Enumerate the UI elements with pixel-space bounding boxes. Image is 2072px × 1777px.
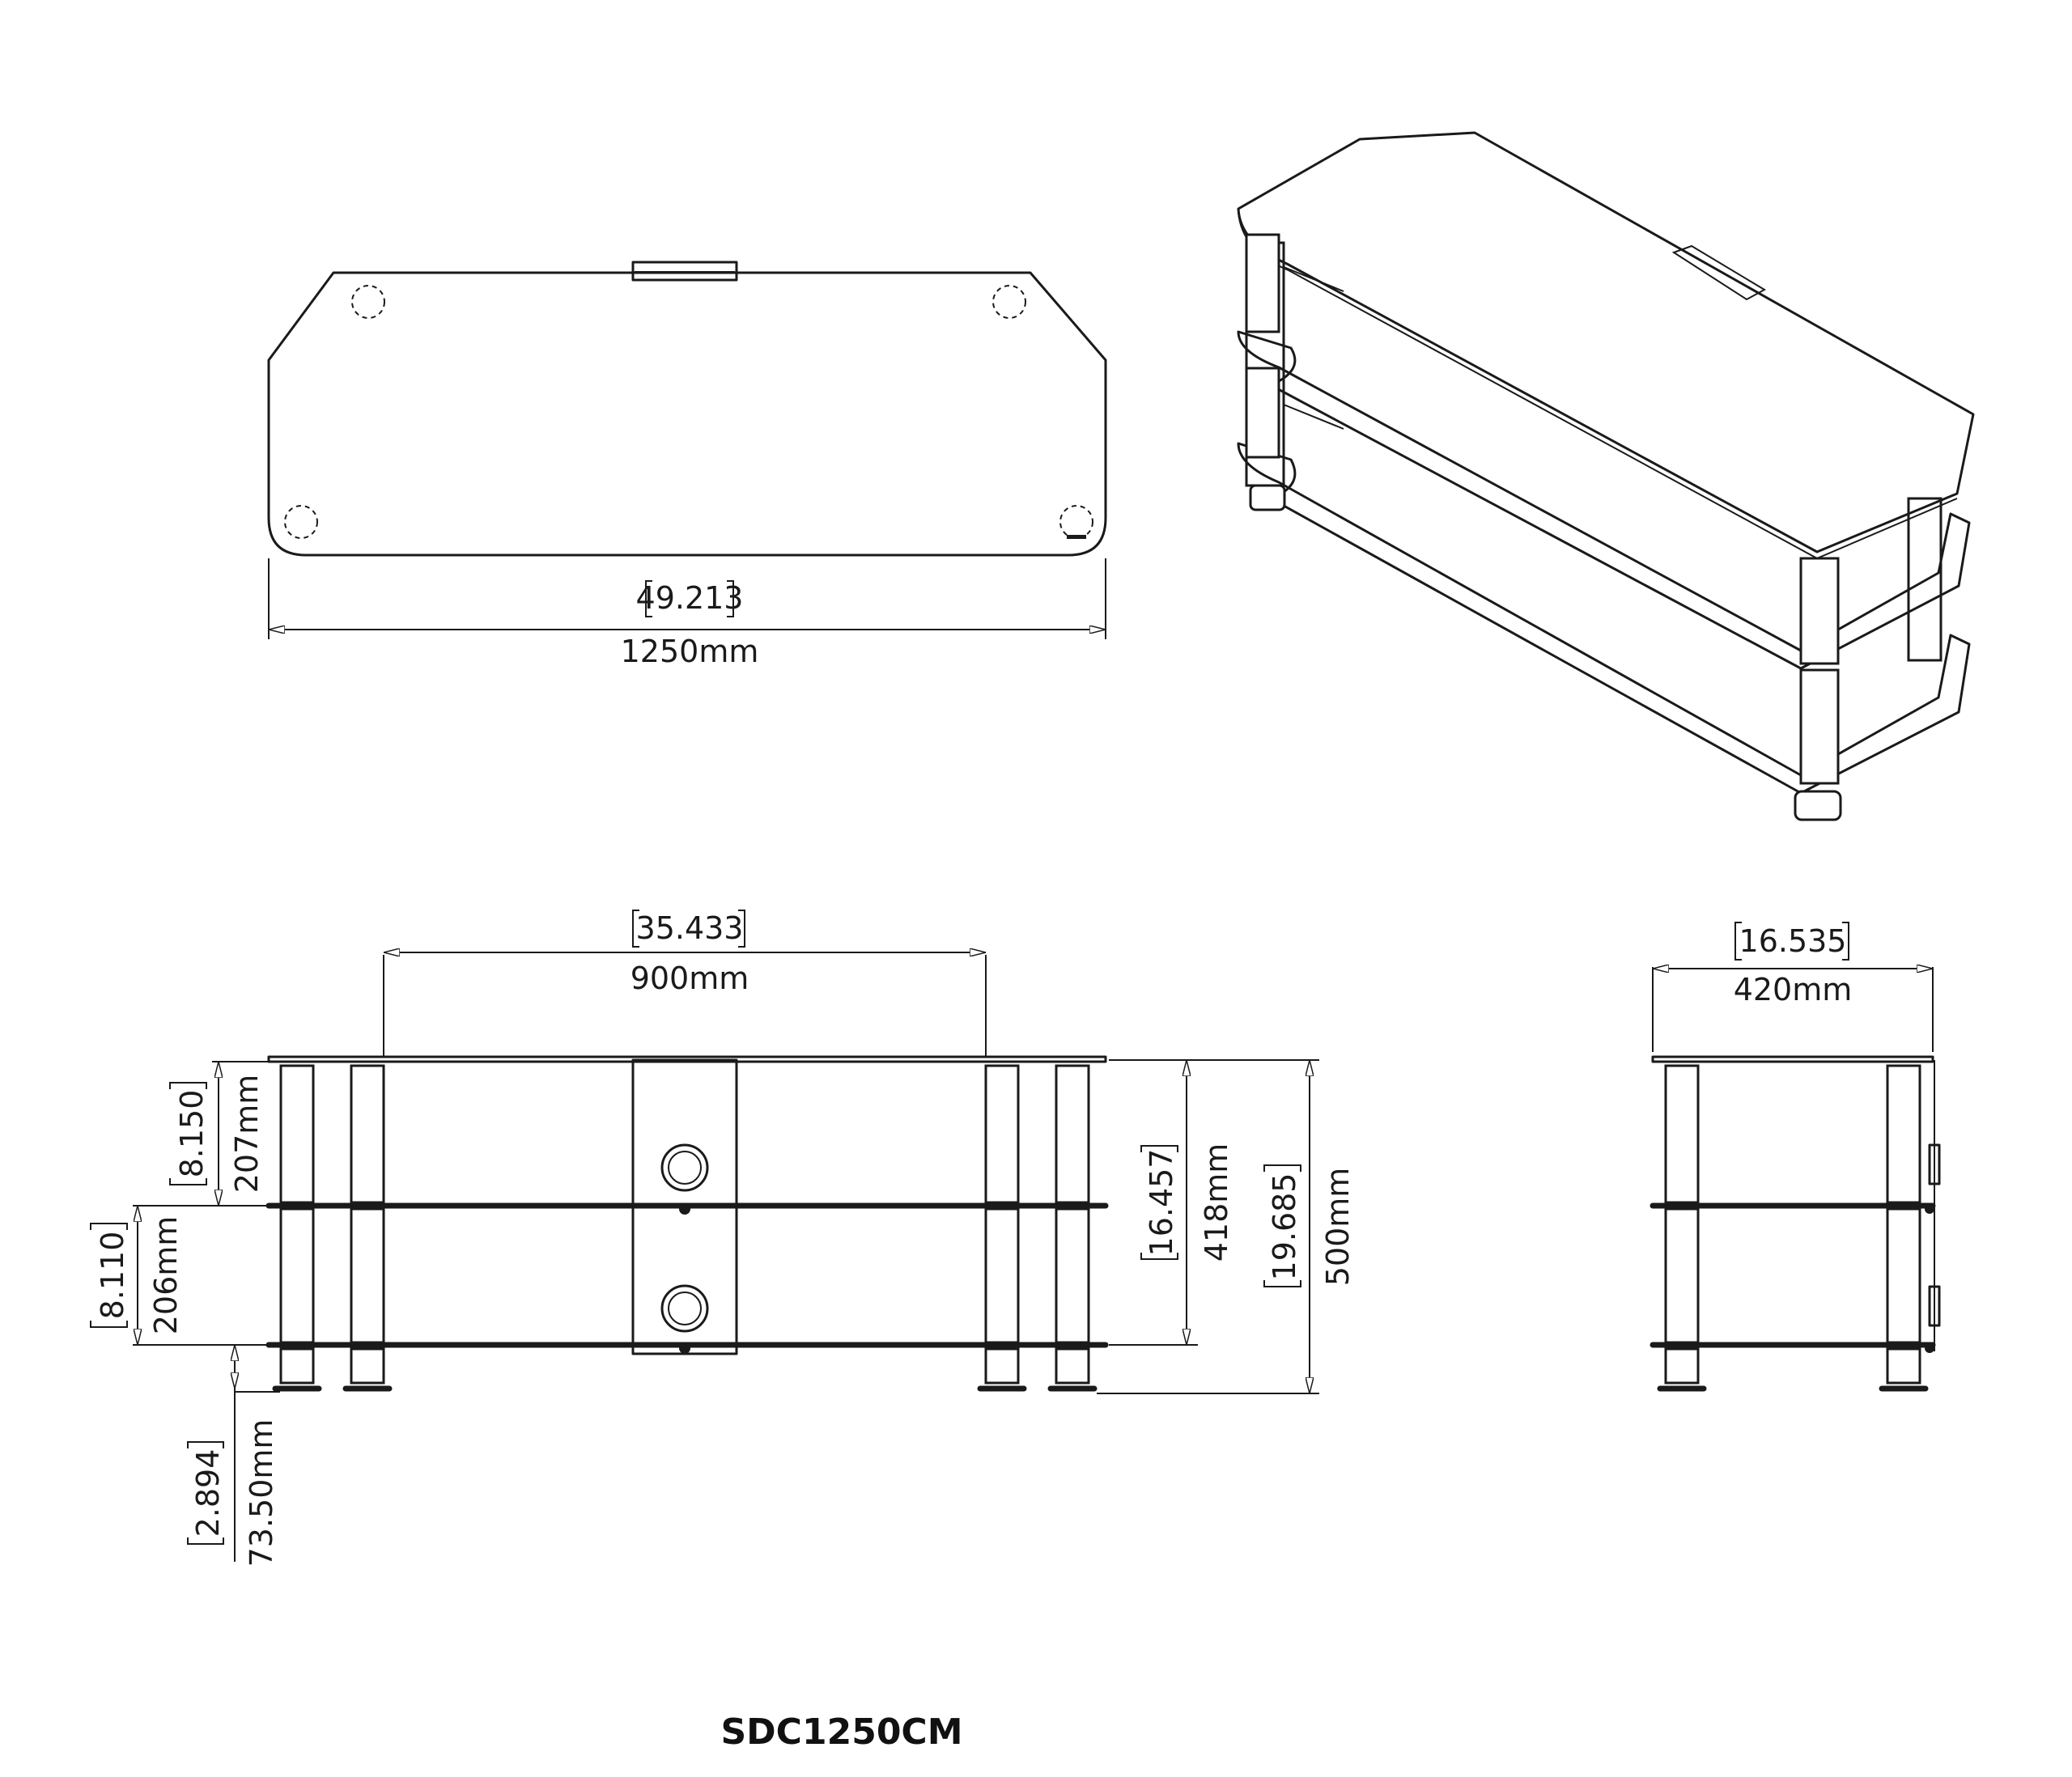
- iso-bottom-shelf: [1237, 442, 1971, 795]
- upper-gap-inches-label: 8.150: [174, 1090, 210, 1178]
- side-fixing: [1925, 1343, 1934, 1353]
- bracket-bottom: [187, 1537, 224, 1545]
- cable-port-lower: [660, 1284, 709, 1333]
- lower-gap-inches-label: 8.110: [95, 1232, 130, 1320]
- cable-clip: [631, 261, 738, 282]
- side-clip: [1928, 1143, 1941, 1185]
- bracket-top: [1263, 1164, 1301, 1172]
- upper-gap-mm-label: 207mm: [229, 1075, 265, 1194]
- post: [984, 1064, 1020, 1204]
- depth-mm-label: 420mm: [1734, 972, 1853, 1007]
- post: [279, 1207, 315, 1344]
- bracket-right: [738, 910, 745, 948]
- post: [1055, 1207, 1090, 1344]
- cable-port-upper: [660, 1143, 709, 1192]
- post: [1055, 1064, 1090, 1204]
- bracket-left: [645, 580, 652, 617]
- iso-top-shelf: [1237, 131, 1975, 553]
- bracket-top: [1140, 1145, 1178, 1152]
- bracket-top: [90, 1223, 128, 1230]
- foot: [984, 1347, 1020, 1385]
- side-post: [1886, 1207, 1921, 1344]
- post-marker-bottom-right: [1059, 505, 1093, 539]
- iso-cable-clip: [1671, 244, 1767, 301]
- shelf-span-inches-label: 16.457: [1144, 1149, 1179, 1257]
- foot: [1055, 1347, 1090, 1385]
- bracket-left: [632, 910, 639, 948]
- side-post: [1886, 1064, 1921, 1204]
- total-height-inches-label: 19.685: [1267, 1173, 1302, 1281]
- iso-foot-left: [1249, 484, 1286, 511]
- side-clip: [1928, 1285, 1941, 1327]
- lower-gap-mm-label: 206mm: [148, 1216, 184, 1335]
- bracket-bottom: [90, 1321, 128, 1328]
- bracket-bottom: [1263, 1280, 1301, 1287]
- post: [279, 1064, 315, 1204]
- side-top-shelf: [1651, 1055, 1934, 1063]
- iso-foot-right: [1794, 790, 1842, 821]
- bracket-right: [1842, 922, 1849, 961]
- side-view: 16.535 420mm: [1650, 922, 1941, 1392]
- panel-fixing: [679, 1342, 690, 1354]
- post-marker-tab: [1067, 535, 1086, 539]
- side-foot: [1664, 1347, 1700, 1385]
- side-post: [1664, 1064, 1700, 1204]
- post-marker-top-left: [351, 285, 385, 319]
- bracket-bottom: [1140, 1253, 1178, 1260]
- front-post-left-upper: [1245, 233, 1280, 333]
- total-height-mm-label: 500mm: [1320, 1168, 1356, 1287]
- foot: [350, 1347, 385, 1385]
- bracket-right: [727, 580, 734, 617]
- front-post-left-lower: [1245, 367, 1280, 459]
- width-inches-label: 49.213: [636, 580, 744, 616]
- bracket-top: [169, 1082, 207, 1089]
- top-shelf-outline: [267, 271, 1107, 557]
- iso-middle-shelf: [1237, 330, 1971, 670]
- foot-inches-label: 2.894: [190, 1449, 226, 1537]
- side-foot: [1886, 1347, 1921, 1385]
- post-marker-bottom-left: [284, 505, 318, 539]
- post: [350, 1207, 385, 1344]
- model-title: SDC1250CM: [720, 1711, 962, 1753]
- rear-rail: [1283, 404, 1344, 430]
- cable-port-upper-inner: [668, 1151, 702, 1185]
- foot-mm-label: 73.50mm: [244, 1419, 279, 1567]
- top-view: 49.213 1250mm: [267, 261, 1107, 669]
- front-post-right-upper: [1799, 557, 1840, 665]
- side-post: [1664, 1207, 1700, 1344]
- depth-inches-label: 16.535: [1739, 923, 1847, 959]
- front-top-shelf: [267, 1055, 1107, 1063]
- front-post-right-lower: [1799, 668, 1840, 785]
- width-mm-label: 1250mm: [621, 634, 759, 669]
- bracket-bottom: [169, 1178, 207, 1185]
- bracket-top: [187, 1441, 224, 1448]
- post-marker-top-right: [992, 285, 1026, 319]
- post-spacing-mm-label: 900mm: [631, 961, 749, 996]
- shelf-span-mm-label: 418mm: [1199, 1143, 1234, 1262]
- foot: [279, 1347, 315, 1385]
- post: [984, 1207, 1020, 1344]
- bracket-left: [1734, 922, 1742, 961]
- panel-fixing: [679, 1203, 690, 1215]
- isometric-view: [1237, 131, 1975, 821]
- iso-top-shelf-edge: [1238, 211, 1958, 560]
- side-fixing: [1925, 1204, 1934, 1214]
- front-view: 35.433 900mm 8.150 207mm 8.110 206mm: [90, 910, 1356, 1567]
- cable-port-lower-inner: [668, 1291, 702, 1325]
- post: [350, 1064, 385, 1204]
- post-spacing-inches-label: 35.433: [636, 910, 744, 946]
